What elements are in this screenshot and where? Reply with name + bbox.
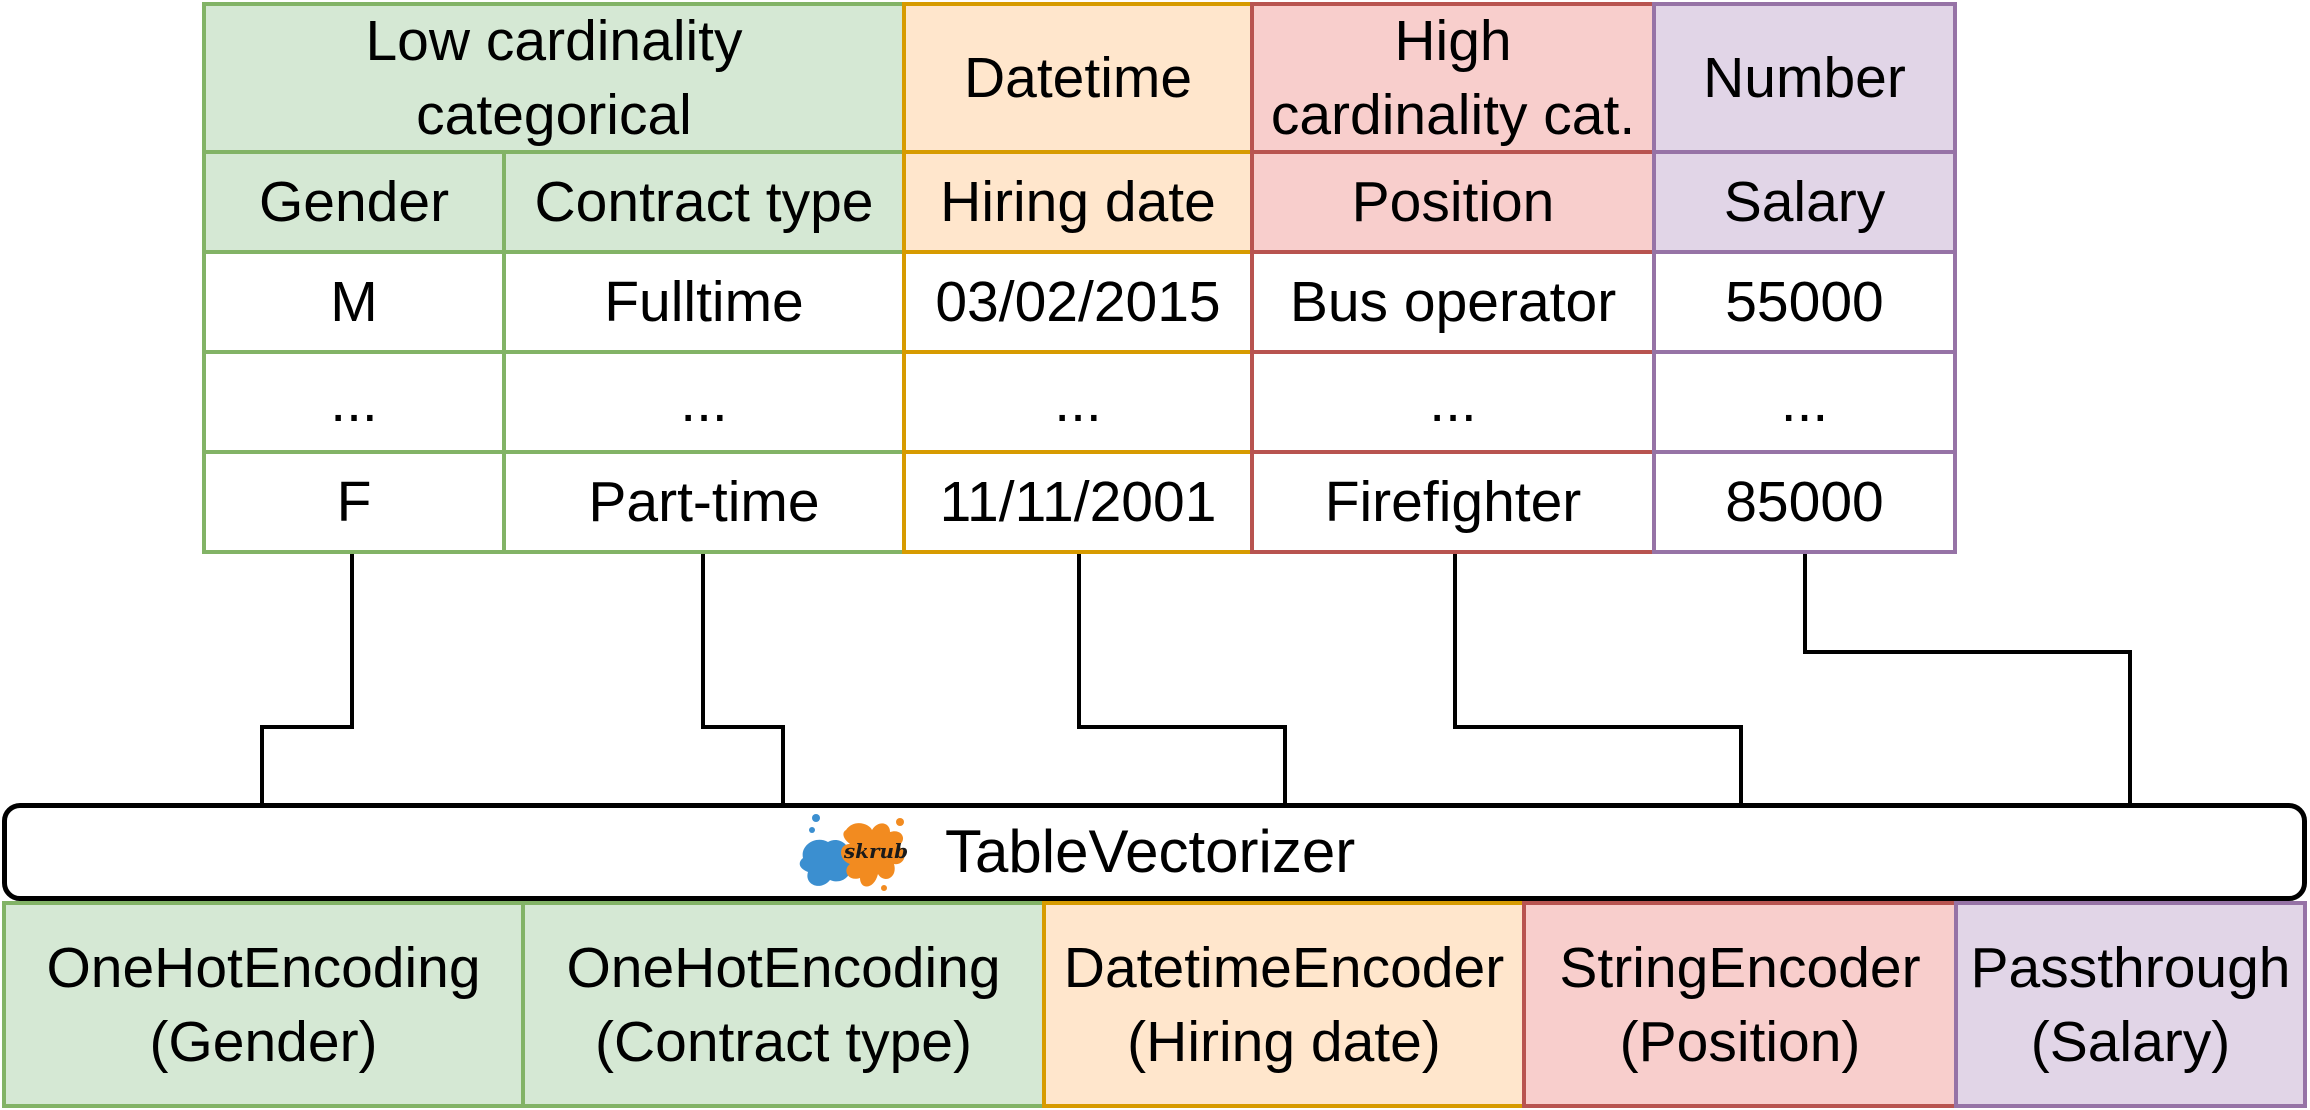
table-cell: F xyxy=(202,450,506,554)
column-header-salary: Salary xyxy=(1652,150,1957,254)
encoder-onehot-gender: OneHotEncoding (Gender) xyxy=(2,901,525,1108)
connector-salary xyxy=(1803,554,2132,803)
group-label: High cardinality cat. xyxy=(1270,9,1636,147)
group-label: Number xyxy=(1703,46,1906,110)
table-cell: Firefighter xyxy=(1250,450,1656,554)
table-cell: 03/02/2015 xyxy=(902,250,1254,354)
table-cell: Part-time xyxy=(502,450,906,554)
table-cell: ... xyxy=(1652,350,1957,454)
table-cell: 55000 xyxy=(1652,250,1957,354)
table-cell: 11/11/2001 xyxy=(902,450,1254,554)
table-vectorizer-label: TableVectorizer xyxy=(945,818,1356,885)
group-label: Datetime xyxy=(963,46,1193,110)
table-cell: 85000 xyxy=(1652,450,1957,554)
column-header-contract-type: Contract type xyxy=(502,150,906,254)
svg-text:skrub: skrub xyxy=(843,839,908,863)
connector-contract-type xyxy=(701,554,785,803)
connector-gender xyxy=(260,554,354,803)
group-label: Low cardinality categorical xyxy=(365,9,743,147)
encoder-string: StringEncoder (Position) xyxy=(1522,901,1958,1108)
connector-position xyxy=(1453,554,1743,803)
encoder-datetime: DatetimeEncoder (Hiring date) xyxy=(1042,901,1526,1108)
table-vectorizer-box xyxy=(2,803,2307,901)
encoder-onehot-contract-type: OneHotEncoding (Contract type) xyxy=(521,901,1046,1108)
table-cell: ... xyxy=(202,350,506,454)
connector-hiring-date xyxy=(1077,554,1287,803)
group-low-cardinality: Low cardinality categorical xyxy=(202,2,906,154)
skrub-logo-icon: skrub xyxy=(799,814,908,891)
column-header-hiring-date: Hiring date xyxy=(902,150,1254,254)
encoder-passthrough: Passthrough (Salary) xyxy=(1954,901,2307,1108)
group-datetime: Datetime xyxy=(902,2,1254,154)
table-cell: Bus operator xyxy=(1250,250,1656,354)
